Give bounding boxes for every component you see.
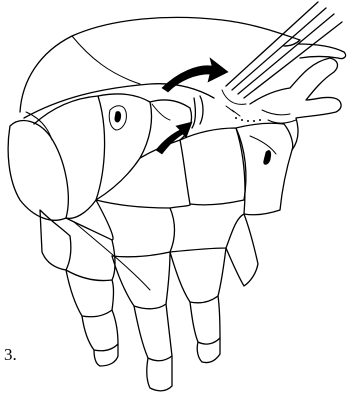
central-lower-plate <box>96 200 175 257</box>
antenna-base <box>222 90 246 116</box>
upper-arrow <box>162 58 228 92</box>
antenna-filament-2 <box>232 8 326 90</box>
mandible-left-mid <box>66 218 115 281</box>
figure-number-label: 3. <box>4 346 17 363</box>
right-lateral-plate <box>236 123 293 215</box>
right-plate-dark-mark <box>264 150 271 164</box>
center-plate-right <box>170 204 244 252</box>
palp-left-segment-1 <box>66 270 114 317</box>
antenna-filament-4 <box>244 22 342 98</box>
dorsal-inner-line <box>72 36 140 84</box>
palp-far-right <box>226 214 258 286</box>
palp-mid-segment-2 <box>134 304 172 361</box>
right-plate-line <box>250 136 276 154</box>
dotted-membrane <box>235 117 261 122</box>
clypeus-notch <box>152 104 170 120</box>
labrum-plate <box>180 128 246 205</box>
compound-eye <box>8 121 68 221</box>
maxilla-inner <box>262 110 296 123</box>
lower-arrow <box>156 122 192 154</box>
antennal-socket <box>192 96 203 128</box>
sclerite-dark-mark <box>115 111 121 122</box>
palp-right-segment-1 <box>170 248 226 303</box>
head-capsule-left-plate <box>34 96 105 218</box>
